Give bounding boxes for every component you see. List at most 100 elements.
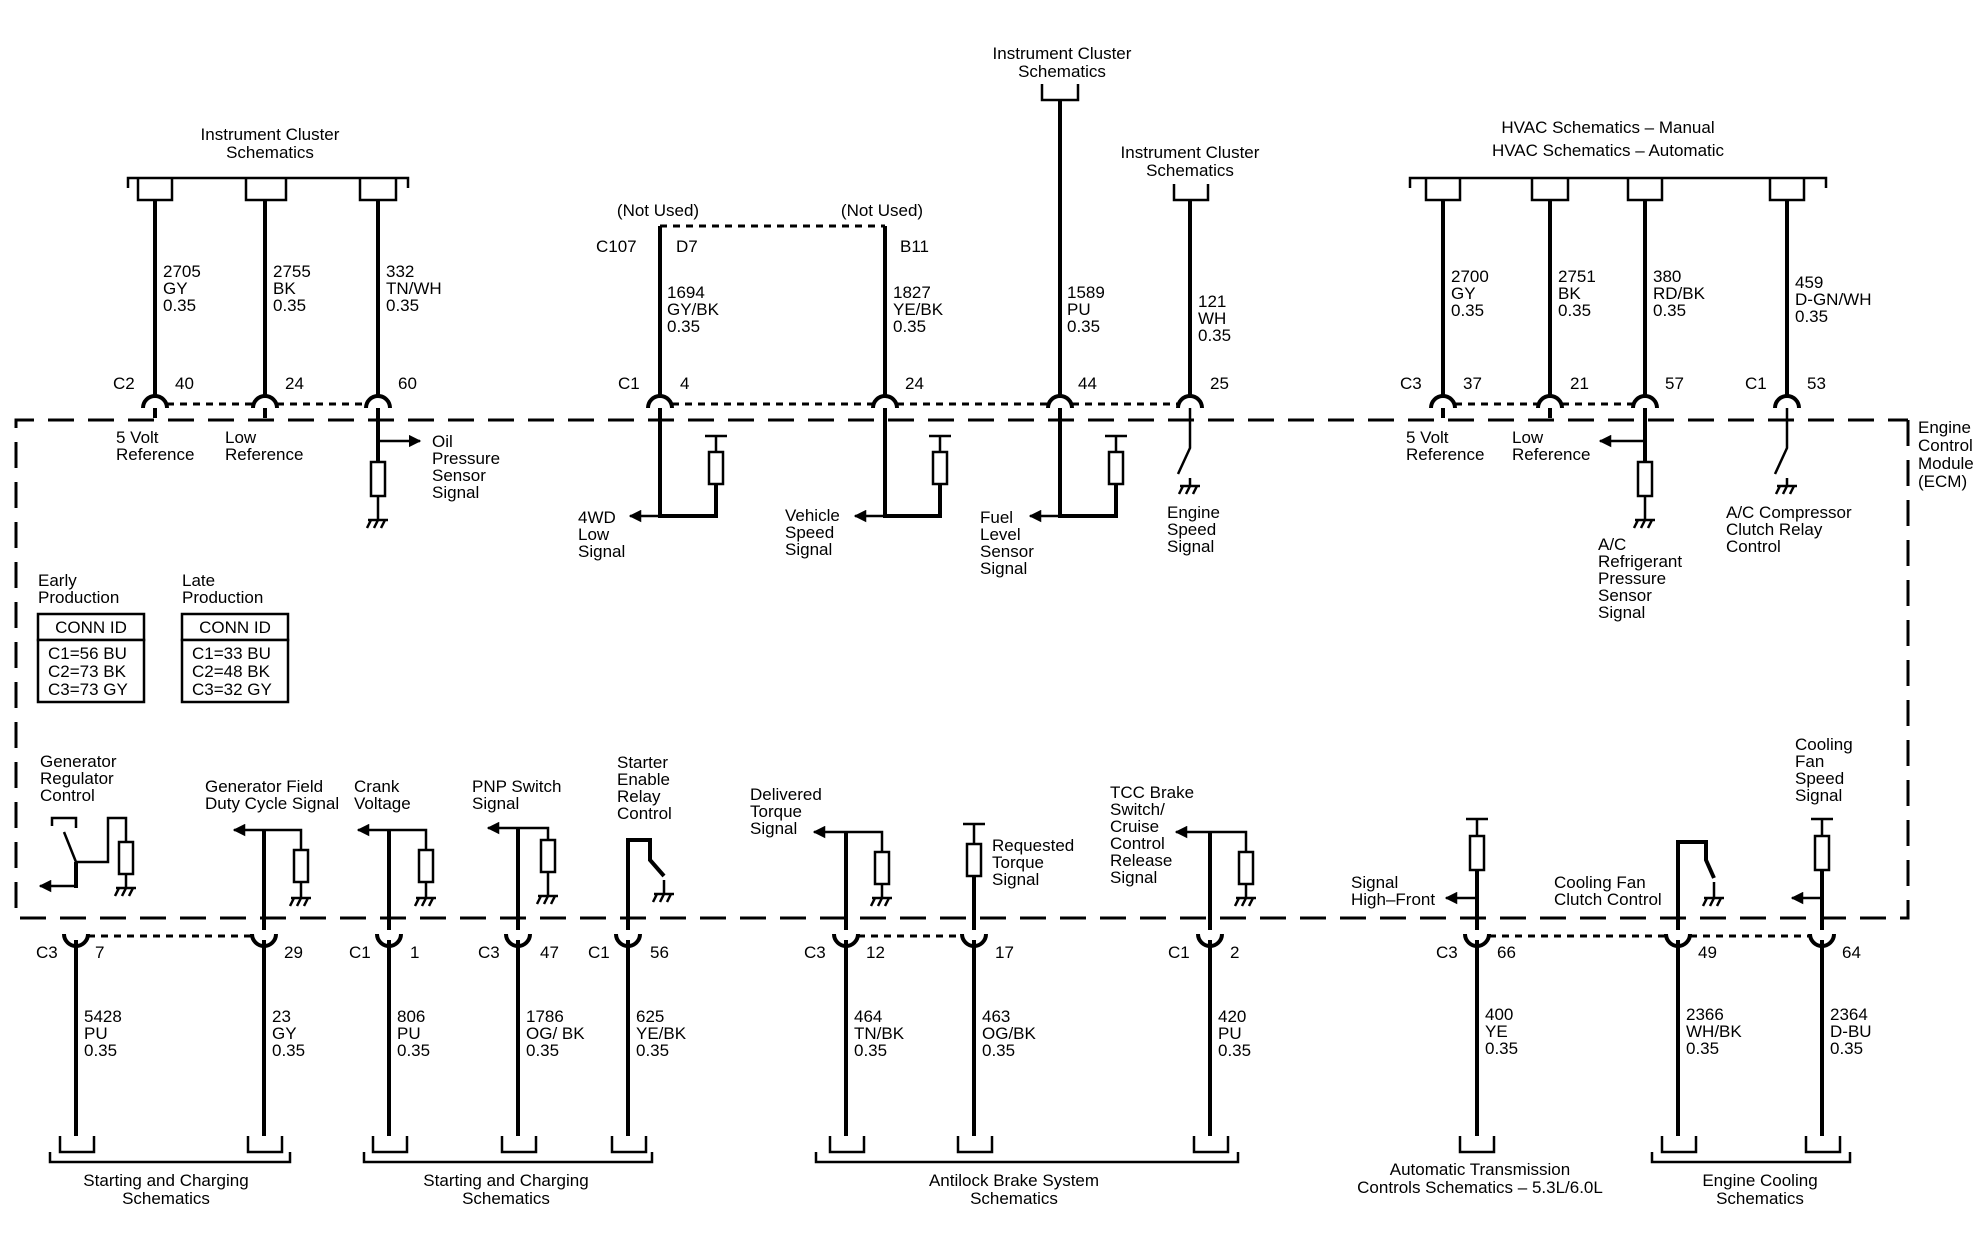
pin-b11: B11: [900, 237, 929, 256]
svg-text:CONN ID: CONN ID: [55, 618, 127, 637]
not-used-label-b: (Not Used): [841, 201, 923, 220]
bottom-wires: [74, 940, 1824, 1136]
c107-label: C107: [596, 237, 637, 256]
svg-text:24: 24: [285, 374, 304, 393]
svg-text:66: 66: [1497, 943, 1516, 962]
svg-text:2: 2: [1230, 943, 1239, 962]
svg-text:57: 57: [1665, 374, 1684, 393]
svg-text:7: 7: [95, 943, 104, 962]
svg-text:47: 47: [540, 943, 559, 962]
svg-text:44: 44: [1078, 374, 1097, 393]
svg-text:29: 29: [284, 943, 303, 962]
svg-text:1: 1: [410, 943, 419, 962]
svg-text:C1: C1: [1745, 374, 1767, 393]
svg-text:C2: C2: [113, 374, 135, 393]
svg-text:64: 64: [1842, 943, 1861, 962]
svg-text:49: 49: [1698, 943, 1717, 962]
svg-text:4: 4: [680, 374, 689, 393]
not-used-label-a: (Not Used): [617, 201, 699, 220]
svg-text:C3: C3: [36, 943, 58, 962]
top-pin-labels: C2 40 24 60 C1 4 24 44 25 C3 37 21 57 C1…: [113, 374, 1826, 393]
svg-text:60: 60: [398, 374, 417, 393]
svg-text:C1: C1: [588, 943, 610, 962]
svg-text:17: 17: [995, 943, 1014, 962]
pin-d7: D7: [676, 237, 698, 256]
svg-text:C3: C3: [1436, 943, 1458, 962]
svg-text:37: 37: [1463, 374, 1482, 393]
top-pins: [141, 394, 1801, 409]
svg-text:56: 56: [650, 943, 669, 962]
svg-text:C1: C1: [1168, 943, 1190, 962]
svg-text:CONN ID: CONN ID: [199, 618, 271, 637]
svg-text:C3: C3: [478, 943, 500, 962]
svg-text:12: 12: [866, 943, 885, 962]
svg-text:40: 40: [175, 374, 194, 393]
ecm-boundary: [14, 418, 1910, 920]
